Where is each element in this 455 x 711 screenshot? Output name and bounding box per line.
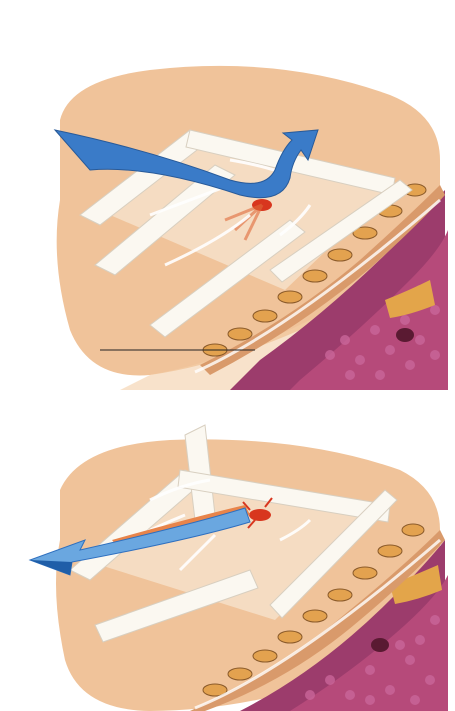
top-panel xyxy=(0,0,455,390)
bottom-panel xyxy=(0,390,455,711)
top-illustration xyxy=(0,0,455,390)
vessel-opening xyxy=(396,328,414,342)
bottom-illustration xyxy=(0,390,455,711)
vessel-opening xyxy=(371,638,389,652)
